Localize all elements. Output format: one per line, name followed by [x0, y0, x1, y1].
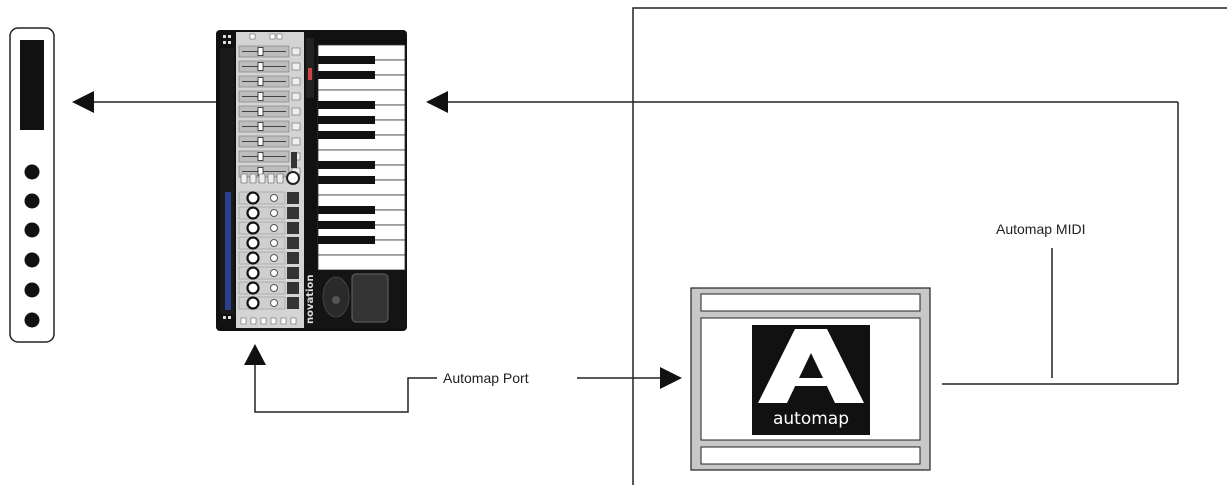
knob-row	[238, 281, 299, 295]
bottom-buttons	[240, 317, 297, 325]
controller-brand: novation	[305, 275, 316, 324]
automap-window: automap	[690, 287, 931, 471]
automap-port-label: Automap Port	[439, 370, 533, 386]
black-key	[318, 71, 375, 79]
black-key	[318, 101, 375, 109]
device-display	[20, 40, 44, 130]
midi-controller: novation	[216, 30, 407, 331]
knob-row	[238, 206, 299, 220]
white-key	[317, 254, 406, 271]
black-key	[318, 56, 375, 64]
device-port-1	[24, 164, 40, 180]
knob-row	[238, 236, 299, 250]
device-port-6	[24, 312, 40, 328]
device-port-5	[24, 282, 40, 298]
automap-logo: automap	[752, 325, 870, 435]
automap-midi-label: Automap MIDI	[992, 221, 1090, 237]
knob-rows	[238, 191, 299, 310]
device-port-2	[24, 193, 40, 209]
black-key	[318, 221, 375, 229]
fader-rows	[238, 45, 301, 178]
fader-row	[238, 60, 301, 73]
black-key	[318, 116, 375, 124]
output-device	[9, 27, 55, 343]
black-key	[318, 206, 375, 214]
touchpad	[351, 273, 389, 323]
fader-row	[238, 120, 301, 133]
automap-midi-connector	[426, 91, 1179, 385]
knob-row	[238, 296, 299, 310]
black-key	[318, 176, 375, 184]
arrow-to-output-device	[72, 91, 218, 113]
fader-row	[238, 135, 301, 148]
device-port-4	[24, 252, 40, 268]
knob-row	[238, 266, 299, 280]
piano-keys	[317, 44, 406, 271]
device-port-3	[24, 222, 40, 238]
black-key	[318, 236, 375, 244]
computer-frame	[632, 7, 1227, 485]
black-key	[318, 131, 375, 139]
knob-row	[238, 251, 299, 265]
automap-window-footer	[700, 446, 921, 465]
knob-row	[238, 221, 299, 235]
transport-buttons	[240, 173, 284, 184]
fader-row	[238, 75, 301, 88]
fader-row	[238, 45, 301, 58]
automap-logo-text: automap	[773, 409, 849, 429]
data-encoder	[286, 171, 300, 185]
knob-row	[238, 191, 299, 205]
automap-window-titlebar	[700, 293, 921, 312]
fader-row	[238, 105, 301, 118]
blue-fader-strip	[225, 192, 231, 310]
black-key	[318, 161, 375, 169]
top-buttons	[249, 33, 283, 40]
fader-row	[238, 90, 301, 103]
automap-port-connector	[244, 344, 682, 413]
